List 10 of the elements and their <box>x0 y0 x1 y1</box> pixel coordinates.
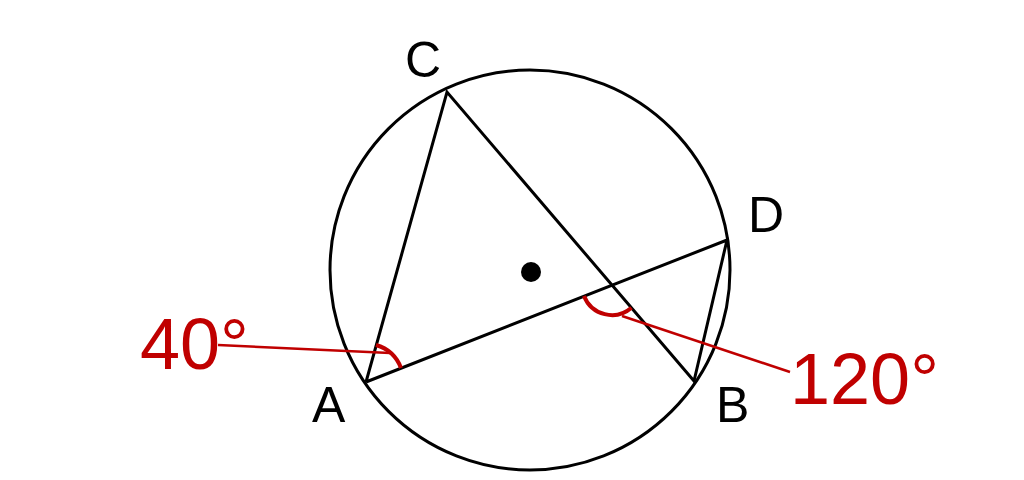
point-label: D <box>748 190 785 240</box>
point-label: C <box>405 35 442 85</box>
point-label: B <box>716 380 750 430</box>
angle-label: 120° <box>790 343 939 415</box>
angle-arc <box>582 295 633 317</box>
angle-label: 40° <box>140 308 249 380</box>
point-label: A <box>312 380 346 430</box>
angle-arc <box>375 343 403 369</box>
leader-line <box>217 343 391 355</box>
leader-line <box>621 314 791 374</box>
